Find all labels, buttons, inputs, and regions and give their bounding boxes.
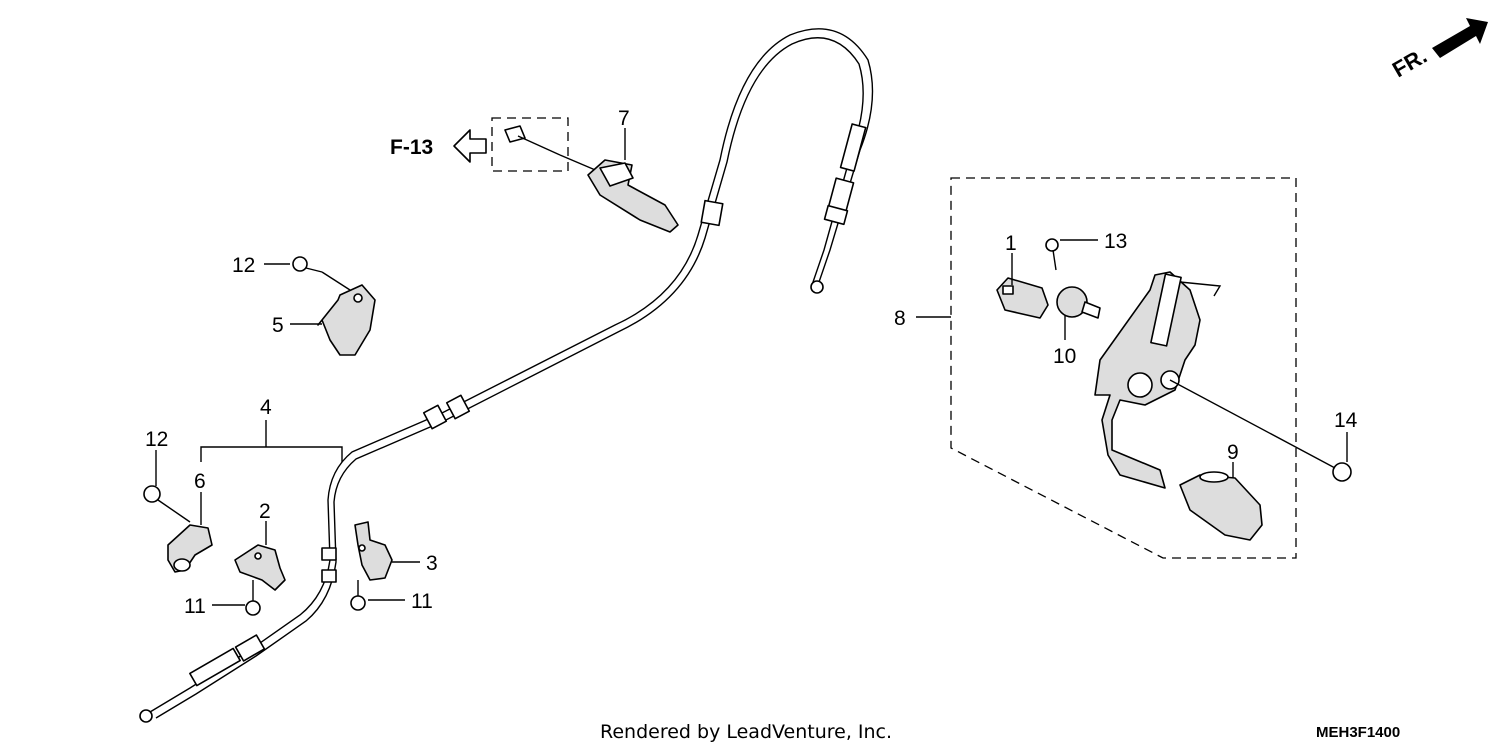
cable-assembly[interactable] (139, 28, 874, 723)
callout-2[interactable]: 2 (259, 500, 271, 523)
reference-arrow-icon (453, 129, 487, 163)
knob-part-10[interactable] (1056, 286, 1101, 319)
clamp-part-6[interactable] (143, 485, 213, 573)
bracket-part-7[interactable] (491, 117, 679, 233)
lever-part-8[interactable] (1094, 271, 1222, 489)
leader-lines (155, 128, 1348, 606)
diagram-code: MEH3F1400 (1316, 724, 1400, 741)
reference-f13[interactable]: F-13 (390, 129, 487, 163)
callout-3[interactable]: 3 (426, 552, 438, 575)
callout-11-right[interactable]: 11 (411, 590, 433, 613)
callout-9[interactable]: 9 (1227, 441, 1239, 464)
callout-1[interactable]: 1 (1005, 232, 1017, 255)
callout-11-left[interactable]: 11 (184, 595, 206, 618)
clamp-part-5[interactable] (292, 256, 376, 356)
screw-part-13[interactable] (1045, 238, 1059, 271)
reference-label: F-13 (390, 136, 433, 159)
front-direction-indicator: FR. (1388, 18, 1488, 82)
callout-4[interactable]: 4 (260, 396, 272, 419)
callout-7[interactable]: 7 (618, 107, 630, 130)
bolt-part-14[interactable] (1169, 379, 1352, 482)
grip-part-9[interactable] (1179, 471, 1263, 541)
lever-assembly-box (950, 177, 1297, 559)
footer-credit: Rendered by LeadVenture, Inc. (600, 721, 892, 743)
direction-label: FR. (1388, 43, 1431, 82)
callout-13[interactable]: 13 (1104, 230, 1127, 253)
clamp-part-2[interactable] (234, 544, 286, 616)
callouts: 7 12 5 4 12 6 2 3 11 11 8 1 13 10 9 14 (145, 107, 1358, 618)
clamp-part-3[interactable] (350, 521, 393, 611)
callout-14[interactable]: 14 (1334, 409, 1358, 432)
lever-part-1[interactable] (996, 277, 1049, 319)
callout-12-bottom[interactable]: 12 (145, 428, 168, 451)
callout-12-top[interactable]: 12 (232, 254, 255, 277)
callout-8[interactable]: 8 (894, 307, 906, 330)
direction-arrow-icon (1432, 18, 1488, 58)
callout-5[interactable]: 5 (272, 314, 284, 337)
callout-10[interactable]: 10 (1053, 345, 1076, 368)
callout-6[interactable]: 6 (194, 470, 206, 493)
